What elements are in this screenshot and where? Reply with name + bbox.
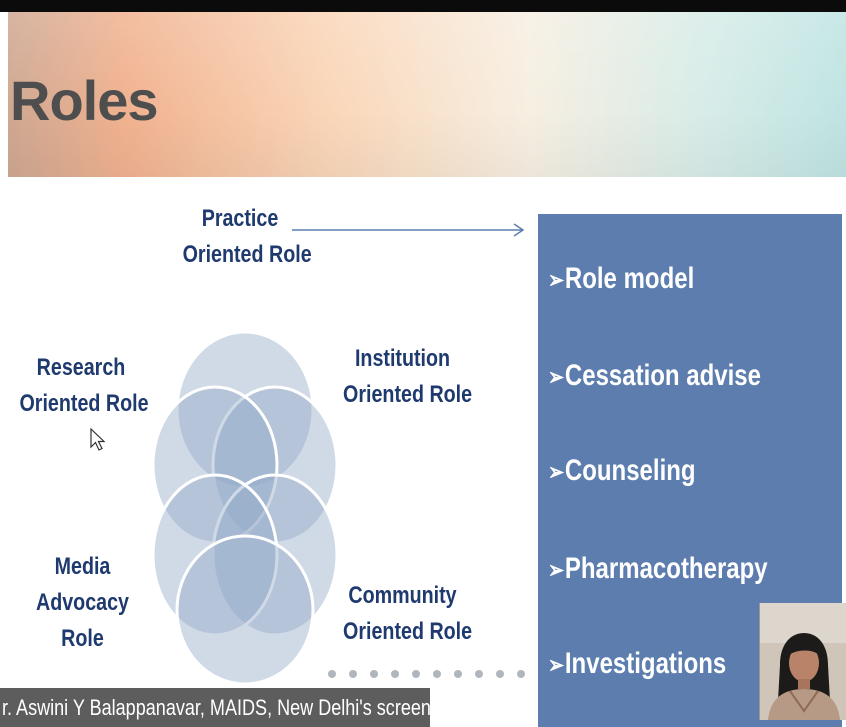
institution-role-label: Institution Oriented Role <box>343 341 473 413</box>
community-role-line2: Oriented Role <box>343 618 473 645</box>
media-role-line1: Media <box>54 553 111 580</box>
arrow-bullet-icon: ➢ <box>548 364 565 391</box>
community-role-label: Community Oriented Role <box>343 578 473 650</box>
flower-petal-lower-left <box>151 473 279 637</box>
screen-share-caption-text: r. Aswini Y Balappanavar, MAIDS, New Del… <box>2 695 430 720</box>
practice-role-label: Practice Oriented Role <box>182 201 312 273</box>
role-flower-diagram <box>151 330 339 686</box>
mouse-cursor-icon <box>90 428 106 451</box>
practice-role-line1: Practice <box>201 205 279 232</box>
media-role-line3: Role <box>61 625 104 652</box>
community-dotted-connector <box>328 670 525 678</box>
presenter-webcam-thumbnail[interactable] <box>759 603 846 720</box>
bullet-text: Cessation advise <box>564 359 761 392</box>
title-banner <box>8 12 846 177</box>
flower-petal-lower-right <box>211 473 339 637</box>
bullet-role-model: ➢Role model <box>548 262 694 296</box>
research-role-line2: Oriented Role <box>19 390 149 417</box>
bullet-cessation-advise: ➢Cessation advise <box>548 359 761 393</box>
media-role-label: Media Advocacy Role <box>31 549 134 657</box>
bullet-pharmacotherapy: ➢Pharmacotherapy <box>548 552 768 586</box>
arrow-bullet-icon: ➢ <box>548 652 565 679</box>
slide-title: Roles <box>10 69 158 132</box>
presenter-avatar <box>760 603 846 720</box>
bullet-investigations: ➢Investigations <box>548 647 726 681</box>
research-role-label: Research Oriented Role <box>19 350 149 422</box>
bullet-text: Investigations <box>564 647 727 680</box>
bullet-text: Role model <box>564 262 695 295</box>
bullet-text: Pharmacotherapy <box>564 552 768 585</box>
banner-shade <box>8 12 846 177</box>
institution-role-line2: Oriented Role <box>343 381 473 408</box>
practice-arrow <box>292 223 525 237</box>
flower-petal-bottom <box>175 534 315 686</box>
arrow-bullet-icon: ➢ <box>548 459 565 486</box>
screen-share-caption: r. Aswini Y Balappanavar, MAIDS, New Del… <box>0 688 430 727</box>
media-role-line2: Advocacy <box>36 589 129 616</box>
practice-role-line2: Oriented Role <box>182 241 312 268</box>
arrow-bullet-icon: ➢ <box>548 557 565 584</box>
window-top-bar <box>0 0 846 12</box>
flower-petal-top <box>175 330 315 490</box>
institution-role-line1: Institution <box>354 345 451 372</box>
community-role-line1: Community <box>348 582 457 609</box>
bullet-counseling: ➢Counseling <box>548 454 696 488</box>
bullet-text: Counseling <box>564 454 696 487</box>
research-role-line1: Research <box>36 354 126 381</box>
arrow-bullet-icon: ➢ <box>548 267 565 294</box>
